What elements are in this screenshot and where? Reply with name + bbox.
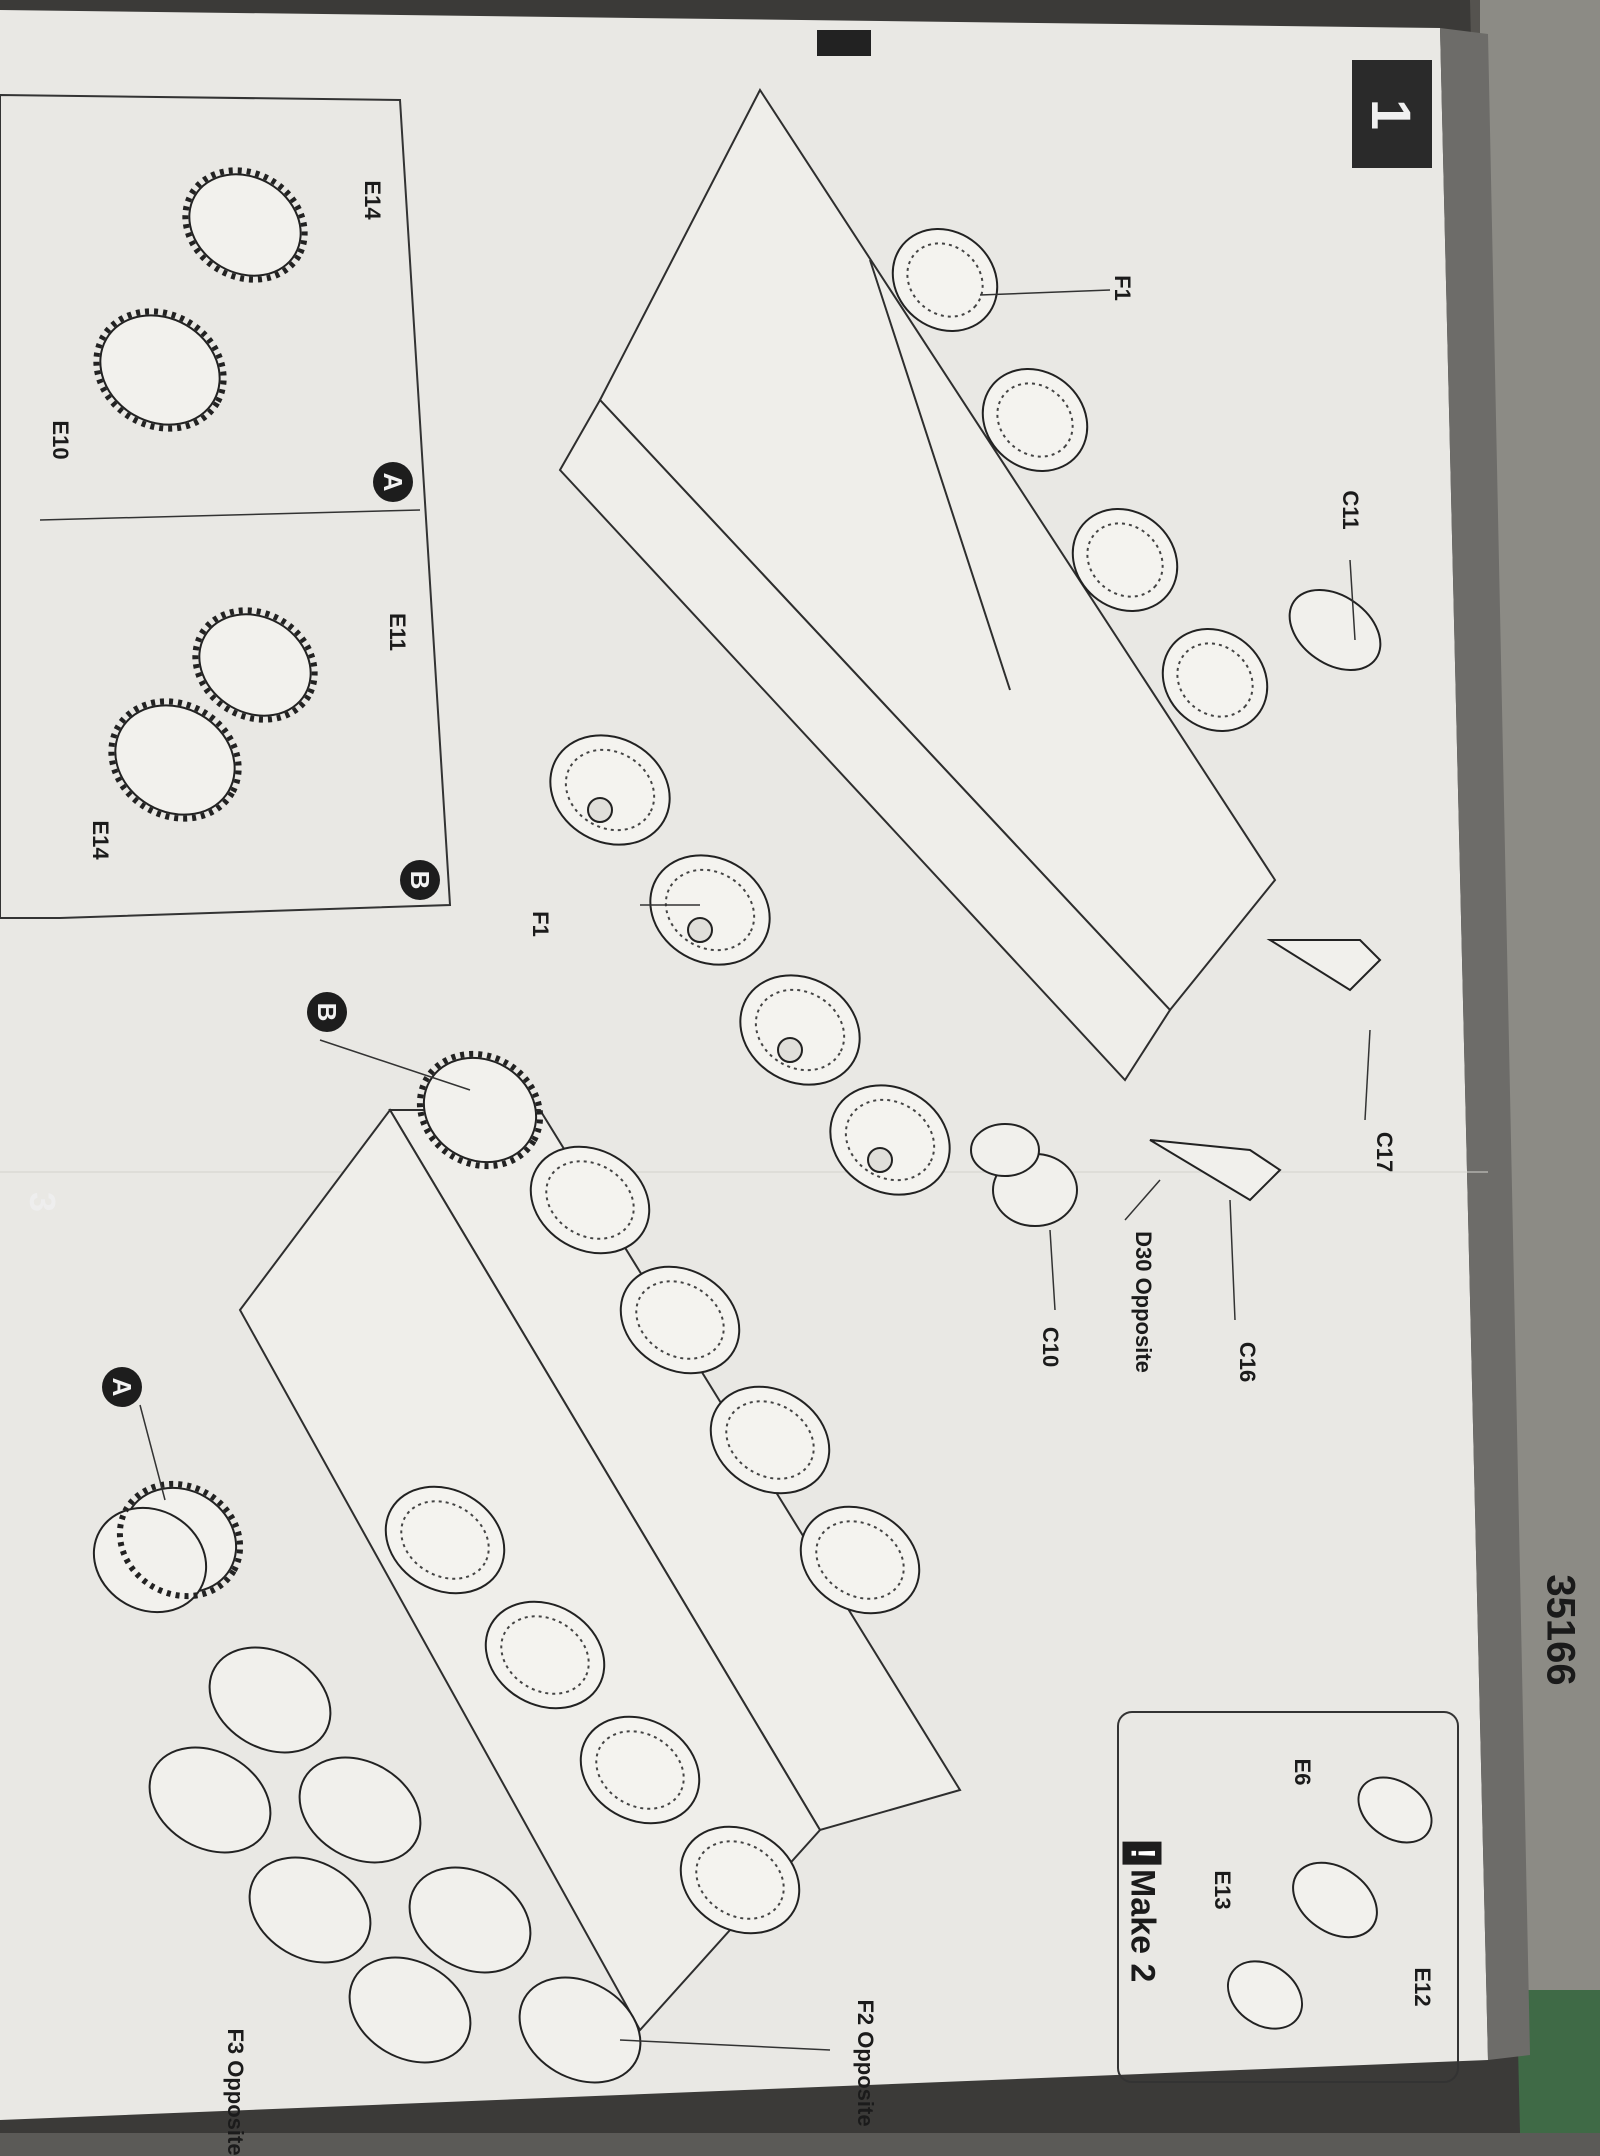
make-note: ! Make 2: [1122, 1841, 1162, 1983]
part-label-f1-mid: F1: [528, 911, 553, 937]
part-label-c10: C10: [1038, 1326, 1063, 1368]
badge-a-hull: A: [102, 1367, 142, 1407]
badge-b-inset: B: [400, 860, 440, 900]
part-label-e14-a: E14: [360, 180, 385, 220]
step-number-box: 1: [1352, 60, 1432, 168]
step-number: 1: [1360, 98, 1424, 130]
part-label-e13: E13: [1210, 1870, 1235, 1910]
part-label-e12: E12: [1410, 1967, 1435, 2007]
part-label-e6: E6: [1290, 1758, 1315, 1786]
part-label-d30: D30 Opposite: [1131, 1231, 1156, 1373]
part-label-f2: F2 Opposite: [853, 1999, 878, 2127]
badge-a-inset: A: [373, 462, 413, 502]
part-label-c16: C16: [1235, 1341, 1260, 1383]
part-label-e10: E10: [48, 420, 73, 460]
page-number: 3: [22, 1191, 63, 1213]
part-label-f1-top: F1: [1110, 275, 1135, 301]
part-label-c17: C17: [1372, 1131, 1397, 1173]
part-label-c11: C11: [1338, 490, 1363, 530]
warning-icon: !: [1122, 1841, 1162, 1865]
part-label-e14-b: E14: [88, 820, 113, 860]
badge-b-hull: B: [307, 992, 347, 1032]
make-note-text: Make 2: [1123, 1868, 1162, 1983]
part-label-e11: E11: [385, 613, 410, 651]
kit-number: 35166: [1538, 1574, 1583, 1686]
part-label-f3: F3 Opposite: [223, 2028, 248, 2156]
